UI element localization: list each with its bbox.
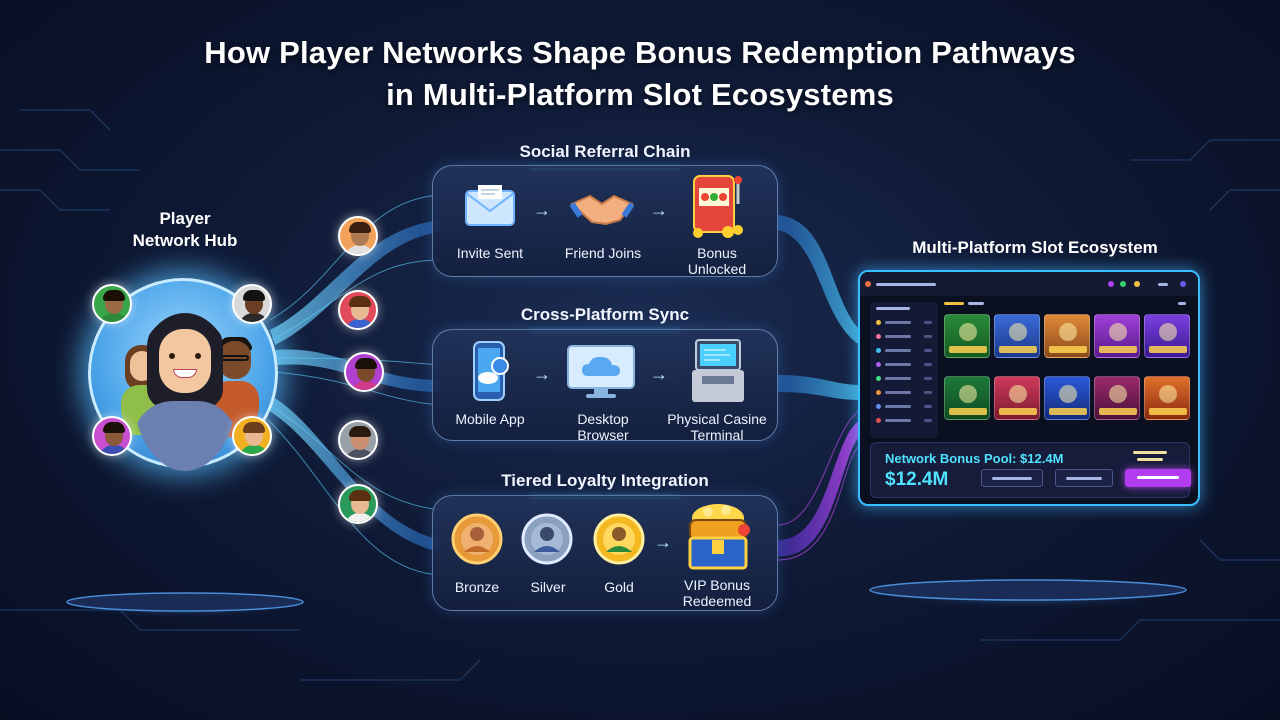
- network-member-avatar[interactable]: [338, 484, 378, 524]
- desktop-cloud-icon: [566, 344, 636, 400]
- envelope-icon: [462, 183, 518, 231]
- step-bronze: Bronze: [454, 579, 500, 595]
- hub-label: Player Network Hub: [100, 208, 270, 252]
- bonus-pool-label: Network Bonus Pool: $12.4M: [885, 451, 1064, 466]
- sidebar-item[interactable]: [876, 320, 932, 326]
- slot-game-tile[interactable]: [994, 376, 1040, 420]
- screen-header: [860, 272, 1198, 296]
- pool-action-button[interactable]: [981, 469, 1043, 487]
- slot-game-tile[interactable]: [1044, 376, 1090, 420]
- gift-icon[interactable]: [1134, 281, 1140, 287]
- step-mobile-app: Mobile App: [455, 411, 525, 427]
- slot-game-tile[interactable]: [944, 376, 990, 420]
- network-member-avatar[interactable]: [344, 352, 384, 392]
- page-title: How Player Networks Shape Bonus Redempti…: [0, 32, 1280, 116]
- network-member-avatar[interactable]: [232, 284, 272, 324]
- hub-label-line-1: Player: [159, 209, 211, 228]
- network-member-avatar[interactable]: [338, 216, 378, 256]
- sidebar-item[interactable]: [876, 390, 932, 396]
- step-invite-sent: Invite Sent: [456, 245, 524, 261]
- kiosk-terminal-icon: [686, 338, 750, 404]
- sidebar-item[interactable]: [876, 376, 932, 382]
- step-silver: Silver: [530, 579, 566, 595]
- network-member-avatar[interactable]: [338, 420, 378, 460]
- smartphone-icon: [468, 340, 514, 402]
- sidebar-item[interactable]: [876, 348, 932, 354]
- treasure-chest-icon: [682, 500, 754, 574]
- ecosystem-title: Multi-Platform Slot Ecosystem: [912, 238, 1158, 257]
- pool-action-button[interactable]: [1055, 469, 1113, 487]
- bonus-pool-value: $12.4M: [885, 469, 949, 490]
- gold-badge-icon: [592, 512, 646, 570]
- sidebar-item[interactable]: [876, 404, 932, 410]
- profile-icon[interactable]: [1108, 281, 1114, 287]
- arrow-icon: →: [650, 364, 668, 384]
- sidebar-item[interactable]: [876, 334, 932, 340]
- arrow-icon: →: [654, 532, 672, 552]
- app-logo-icon: [865, 281, 871, 287]
- step-gold: Gold: [604, 579, 634, 595]
- network-member-avatar[interactable]: [92, 416, 132, 456]
- slot-game-tile[interactable]: [1094, 376, 1140, 420]
- sidebar-item[interactable]: [876, 362, 932, 368]
- slot-game-tile[interactable]: [1094, 314, 1140, 358]
- title-line-1: How Player Networks Shape Bonus Redempti…: [204, 35, 1076, 70]
- coins-icon[interactable]: [1120, 281, 1126, 287]
- woman-avatar-center: [133, 313, 237, 471]
- arrow-icon: →: [650, 200, 668, 220]
- slot-game-tile[interactable]: [1144, 376, 1190, 420]
- redeem-button[interactable]: [1125, 469, 1191, 487]
- step-friend-joins: Friend Joins: [564, 245, 642, 261]
- bronze-badge-icon: [450, 512, 504, 570]
- slot-game-tile[interactable]: [1144, 314, 1190, 358]
- menu-icon[interactable]: [1180, 281, 1186, 287]
- slot-ecosystem-screen: Network Bonus Pool: $12.4M $12.4M: [858, 270, 1200, 506]
- silver-badge-icon: [520, 512, 574, 570]
- arrow-icon: →: [533, 200, 551, 220]
- title-line-2: in Multi-Platform Slot Ecosystems: [386, 77, 894, 112]
- hub-label-line-2: Network Hub: [132, 231, 238, 250]
- slot-game-tile[interactable]: [994, 314, 1040, 358]
- handshake-icon: [569, 186, 635, 228]
- slot-game-tile[interactable]: [1044, 314, 1090, 358]
- slot-game-tile[interactable]: [944, 314, 990, 358]
- slot-machine-icon: [686, 170, 748, 240]
- network-member-avatar[interactable]: [92, 284, 132, 324]
- network-bonus-pool: Network Bonus Pool: $12.4M $12.4M: [870, 442, 1191, 498]
- arrow-icon: →: [533, 364, 551, 384]
- network-member-avatar[interactable]: [338, 290, 378, 330]
- sidebar-item[interactable]: [876, 418, 932, 424]
- network-member-avatar[interactable]: [232, 416, 272, 456]
- game-category-sidebar: [870, 302, 938, 438]
